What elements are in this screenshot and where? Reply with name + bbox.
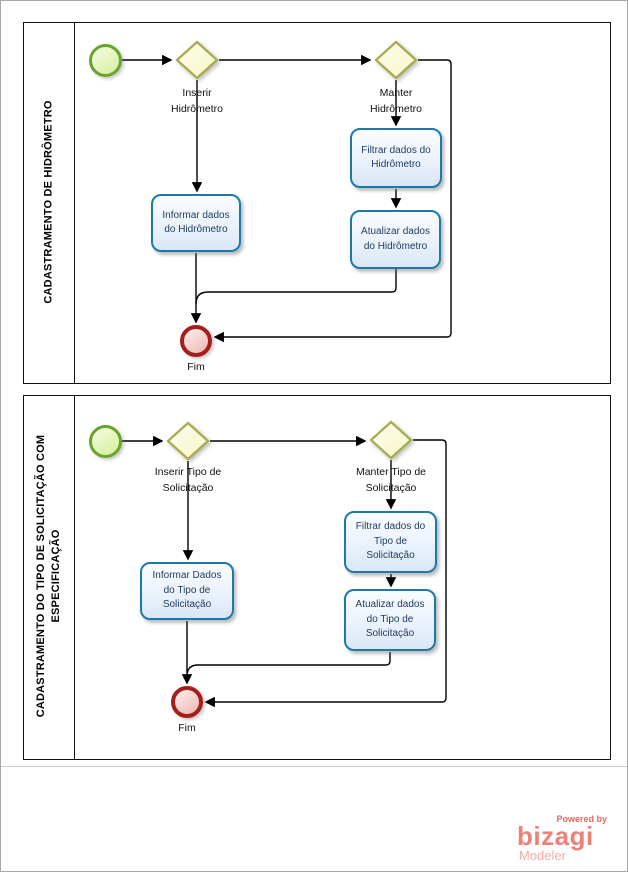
flow-gateway-maintain1-to-end1 [213, 59, 452, 343]
end-event-icon[interactable] [180, 325, 212, 357]
bizagi-branding: Powered by bizagi Modeler [517, 814, 613, 863]
gateway-label: Inserir Tipo de Solicitação [154, 466, 222, 494]
end-event-icon[interactable] [171, 686, 203, 718]
task-filtrar-dados-tipo-solicitacao[interactable]: Filtrar dados do Tipo de Solicitação [344, 511, 437, 573]
gateway-diamond-icon [369, 420, 413, 460]
start-event-icon[interactable] [89, 44, 122, 77]
end-event-label: Fim [178, 722, 196, 734]
modeler-text: Modeler [519, 848, 566, 863]
task-atualizar-dados-hidrometro[interactable]: Atualizar dados do Hidrômetro [350, 210, 441, 269]
flow-task-update1-merge [195, 269, 397, 305]
gateway-label: Manter Hidrômetro [370, 87, 422, 115]
gateway-diamond-icon [166, 421, 210, 461]
task-informar-dados-hidrometro[interactable]: Informar dados do Hidrômetro [151, 194, 241, 252]
task-informar-dados-tipo-solicitacao[interactable]: Informar Dados do Tipo de Solicitação [140, 562, 234, 620]
start-event-icon[interactable] [89, 425, 122, 458]
gateway-label: Inserir Hidrômetro [171, 87, 223, 115]
task-atualizar-dados-tipo-solicitacao[interactable]: Atualizar dados do Tipo de Solicitação [344, 589, 436, 651]
exclusive-gateway-insert-hidrometro[interactable] [175, 40, 219, 80]
page-break-line [1, 766, 627, 767]
gateway-label: Manter Tipo de Solicitação [355, 466, 427, 494]
exclusive-gateway-manter-hidrometro[interactable] [374, 40, 418, 80]
gateway-diamond-icon [374, 40, 418, 80]
flow-task-update2-merge [186, 652, 391, 677]
exclusive-gateway-manter-tipo-solicitacao[interactable] [369, 420, 413, 460]
powered-by-text: Powered by [556, 814, 607, 824]
flow-gateway-maintain2-to-end2 [204, 439, 447, 708]
bizagi-logo: bizagi [517, 821, 594, 851]
task-filtrar-dados-hidrometro[interactable]: Filtrar dados do Hidrômetro [350, 128, 442, 188]
lane-title-divider [74, 396, 75, 759]
exclusive-gateway-insert-tipo-solicitacao[interactable] [166, 421, 210, 461]
pool-cadastramento-tipo-solicitacao [23, 395, 611, 760]
end-event-label: Fim [187, 361, 205, 373]
gateway-diamond-icon [175, 40, 219, 80]
lane-title-divider [74, 23, 75, 383]
pool-cadastramento-hidrometro [23, 22, 611, 384]
